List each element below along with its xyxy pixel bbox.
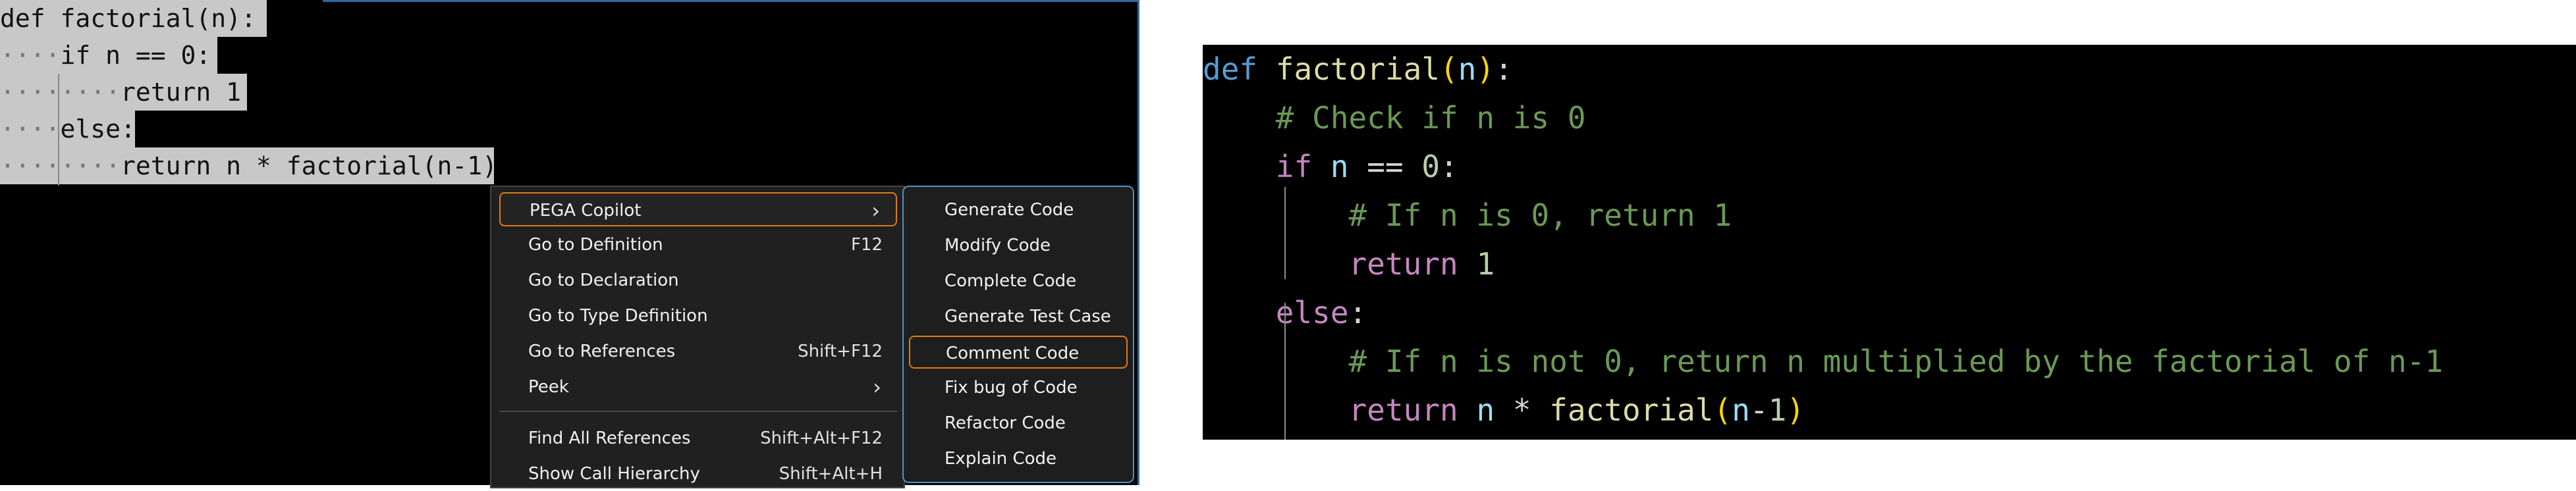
selected-code-line[interactable]: ····else: xyxy=(0,111,136,147)
submenu-item-fix-bug-of-code[interactable]: Fix bug of Code xyxy=(945,378,1078,398)
editor-top-border xyxy=(323,0,1139,2)
selected-code-line[interactable]: def factorial(n): xyxy=(0,0,267,37)
submenu-item-generate-code[interactable]: Generate Code xyxy=(945,200,1074,220)
menu-item-find-all-references[interactable]: Find All References Shift+Alt+F12 xyxy=(499,421,897,455)
submenu-item-refactor-code[interactable]: Refactor Code xyxy=(945,413,1066,433)
shortcut-label: Shift+Alt+H xyxy=(779,464,883,484)
code-line: # If n is not 0, return n multiplied by … xyxy=(1348,344,2444,379)
submenu-item-comment-code[interactable]: Comment Code xyxy=(909,336,1128,369)
code-line: return 1 xyxy=(1348,246,1495,282)
chevron-right-icon: › xyxy=(873,375,881,400)
chevron-right-icon: › xyxy=(871,198,880,223)
code-line: return n * factorial(n-1) xyxy=(1348,392,1805,428)
shortcut-label: Shift+F12 xyxy=(798,342,883,361)
submenu-item-modify-code[interactable]: Modify Code xyxy=(945,236,1051,255)
menu-separator xyxy=(499,411,897,412)
menu-item-go-to-references[interactable]: Go to References Shift+F12 xyxy=(499,334,897,369)
code-line: else: xyxy=(1275,295,1367,330)
editor-right-border xyxy=(1137,0,1139,485)
indent-guide xyxy=(1284,303,1286,440)
code-text: else: xyxy=(60,115,136,143)
code-line: if n == 0: xyxy=(1275,149,1458,184)
menu-item-show-call-hierarchy[interactable]: Show Call Hierarchy Shift+Alt+H xyxy=(499,457,897,491)
context-menu: PEGA Copilot › Go to Definition F12 Go t… xyxy=(490,186,905,488)
submenu-item-generate-test-case[interactable]: Generate Test Case xyxy=(945,307,1111,326)
code-text: return n * factorial(n-1) xyxy=(121,151,497,180)
code-line: # If n is 0, return 1 xyxy=(1348,197,1732,233)
menu-item-pega-copilot[interactable]: PEGA Copilot › xyxy=(499,192,897,226)
code-line: # Check if n is 0 xyxy=(1275,100,1586,136)
selected-code-line[interactable]: ········return 1 xyxy=(0,74,247,111)
menu-item-go-to-definition[interactable]: Go to Definition F12 xyxy=(499,228,897,262)
selected-code-line[interactable]: ········return n * factorial(n-1) xyxy=(0,147,497,184)
shortcut-label: F12 xyxy=(850,235,883,255)
code-line: def factorial(n): xyxy=(1203,51,1513,87)
pega-copilot-submenu: Generate Code Modify Code Complete Code … xyxy=(902,186,1134,483)
shortcut-label: Shift+Alt+F12 xyxy=(760,428,883,448)
commented-code-result: def factorial(n): # Check if n is 0 if n… xyxy=(1203,45,2576,440)
menu-item-go-to-type-definition[interactable]: Go to Type Definition xyxy=(528,306,708,326)
menu-item-peek[interactable]: Peek › xyxy=(499,370,897,404)
menu-item-go-to-declaration[interactable]: Go to Declaration xyxy=(528,271,679,290)
indent-guide xyxy=(58,74,59,186)
indent-guide xyxy=(1284,187,1286,279)
submenu-item-explain-code[interactable]: Explain Code xyxy=(945,449,1057,469)
submenu-item-complete-code[interactable]: Complete Code xyxy=(945,271,1077,291)
code-text: if n == 0: xyxy=(60,41,211,70)
selected-code-line[interactable]: ····if n == 0: xyxy=(0,37,217,74)
code-text: return 1 xyxy=(121,78,242,107)
code-text: def factorial(n): xyxy=(0,4,256,33)
